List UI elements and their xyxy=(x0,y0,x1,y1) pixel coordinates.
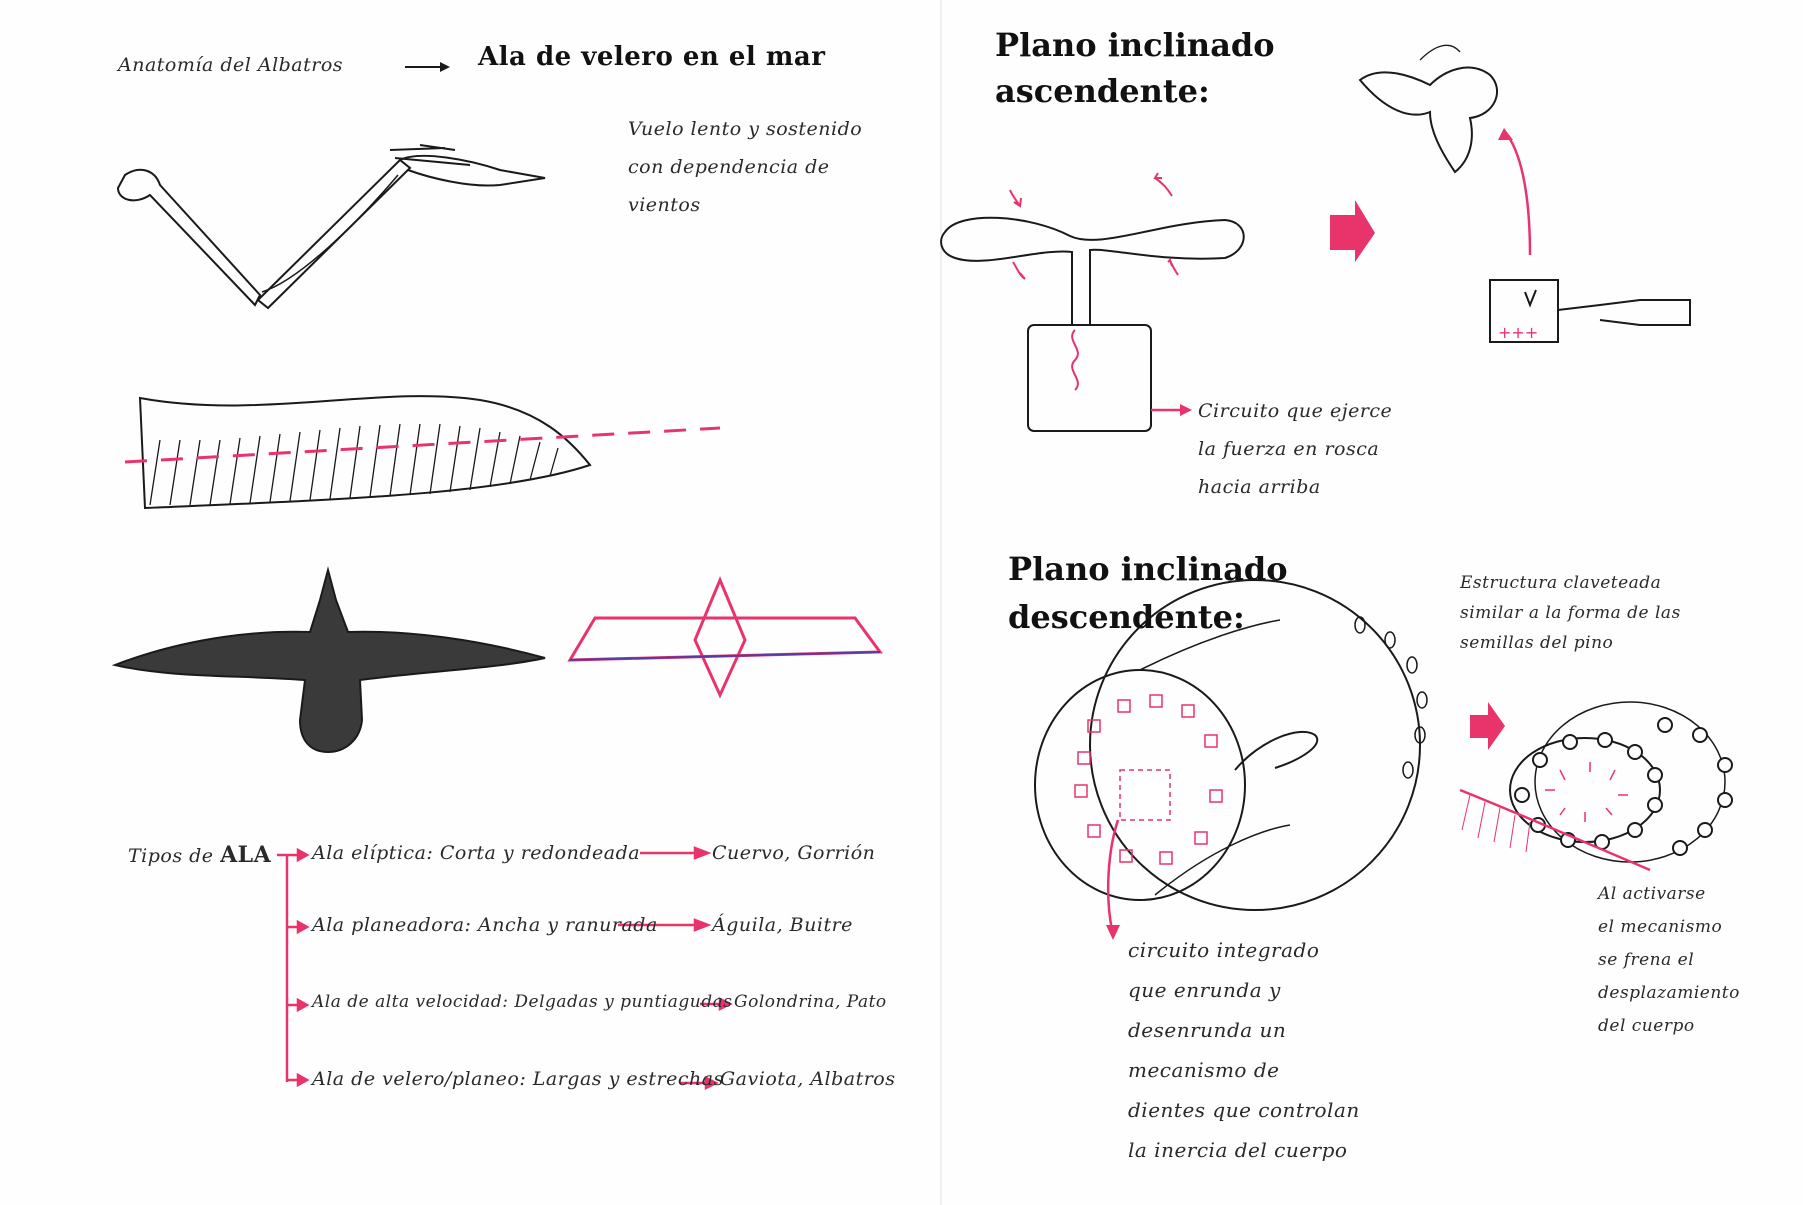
structure-note: Estructura claveteada similar a la forma… xyxy=(1460,568,1681,658)
circuit-note-line-1: circuito integrado xyxy=(1128,930,1360,970)
wing-types-label: Tipos de ALA xyxy=(128,842,271,868)
structure-note-line-2: similar a la forma de las xyxy=(1460,598,1681,628)
wing-types-tree xyxy=(277,848,730,1088)
ascending-note-line-3: hacia arriba xyxy=(1198,468,1392,506)
descending-title-line-2: descendente: xyxy=(1008,593,1288,641)
flight-note: Vuelo lento y sostenido con dependencia … xyxy=(628,110,862,224)
circuit-note: circuito integrado que enrunda y desenru… xyxy=(1128,930,1360,1170)
svg-text:+++: +++ xyxy=(1498,323,1538,342)
wing-type-row-1: Ala elíptica: Corta y redondeada xyxy=(312,842,640,864)
circuit-note-line-4: mecanismo de xyxy=(1128,1050,1360,1090)
wing-type-birds-3: Golondrina, Pato xyxy=(734,992,887,1012)
ascending-note-line-2: la fuerza en rosca xyxy=(1198,430,1392,468)
structure-note-line-3: semillas del pino xyxy=(1460,628,1681,658)
circuit-note-line-3: desenrunda un xyxy=(1128,1010,1360,1050)
transition-arrow-icon-2 xyxy=(1470,702,1505,750)
circuit-note-line-5: dientes que controlan xyxy=(1128,1090,1360,1130)
circuit-note-line-2: que enrunda y xyxy=(1128,970,1360,1010)
ascending-title-line-2: ascendente: xyxy=(995,68,1275,114)
circuit-note-line-6: la inercia del cuerpo xyxy=(1128,1130,1360,1170)
albatross-silhouette-sketch xyxy=(115,570,545,752)
wing-type-row-4: Ala de velero/planeo: Largas y estrechas xyxy=(312,1068,724,1090)
descending-title-line-1: Plano inclinado xyxy=(1008,545,1288,593)
topic-heading: Ala de velero en el mar xyxy=(478,42,825,72)
wing-type-name: Ala planeadora: xyxy=(312,914,471,936)
release-note-line-3: se frena el xyxy=(1598,944,1740,977)
wing-type-birds-2: Águila, Buitre xyxy=(712,914,853,936)
descending-title: Plano inclinado descendente: xyxy=(1008,545,1288,641)
transition-arrow-icon xyxy=(1330,200,1375,262)
flight-note-line-3: vientos xyxy=(628,186,862,224)
release-note-line-5: del cuerpo xyxy=(1598,1010,1740,1043)
wing-type-name: Ala de alta velocidad: xyxy=(312,992,508,1012)
wing-type-name: Ala de velero/planeo: xyxy=(312,1068,526,1090)
wing-plane-diagram xyxy=(570,580,880,695)
wing-type-desc: Ancha y ranurada xyxy=(478,914,658,936)
wing-type-row-3: Ala de alta velocidad: Delgadas y puntia… xyxy=(312,992,732,1012)
wing-types-label-text: Tipos de xyxy=(128,845,214,867)
wing-type-desc: Largas y estrechas xyxy=(533,1068,724,1090)
wing-type-birds-1: Cuervo, Gorrión xyxy=(712,842,875,864)
wing-type-row-2: Ala planeadora: Ancha y ranurada xyxy=(312,914,658,936)
release-note-line-1: Al activarse xyxy=(1598,878,1740,911)
seed-sketch: +++ xyxy=(1360,45,1690,342)
structure-note-line-1: Estructura claveteada xyxy=(1460,568,1681,598)
release-note-line-2: el mecanismo xyxy=(1598,911,1740,944)
wing-type-name: Ala elíptica: xyxy=(312,842,433,864)
wing-skeleton-sketch xyxy=(118,145,545,308)
ascending-note: Circuito que ejerce la fuerza en rosca h… xyxy=(1198,392,1392,506)
wing-type-birds-4: Gaviota, Albatros xyxy=(720,1068,896,1090)
arrow-right-icon xyxy=(405,62,450,72)
release-note-line-4: desplazamiento xyxy=(1598,977,1740,1010)
wing-types-label-bold: ALA xyxy=(220,842,271,868)
release-note: Al activarse el mecanismo se frena el de… xyxy=(1598,878,1740,1043)
wing-type-desc: Delgadas y puntiagudas xyxy=(514,992,732,1012)
ascending-title-line-1: Plano inclinado xyxy=(995,22,1275,68)
wing-type-desc: Corta y redondeada xyxy=(440,842,640,864)
ascending-note-line-1: Circuito que ejerce xyxy=(1198,392,1392,430)
flight-note-line-2: con dependencia de xyxy=(628,148,862,186)
wing-profile-sketch xyxy=(125,396,720,508)
anatomy-heading: Anatomía del Albatros xyxy=(118,54,343,76)
ascending-title: Plano inclinado ascendente: xyxy=(995,22,1275,114)
flight-note-line-1: Vuelo lento y sostenido xyxy=(628,110,862,148)
